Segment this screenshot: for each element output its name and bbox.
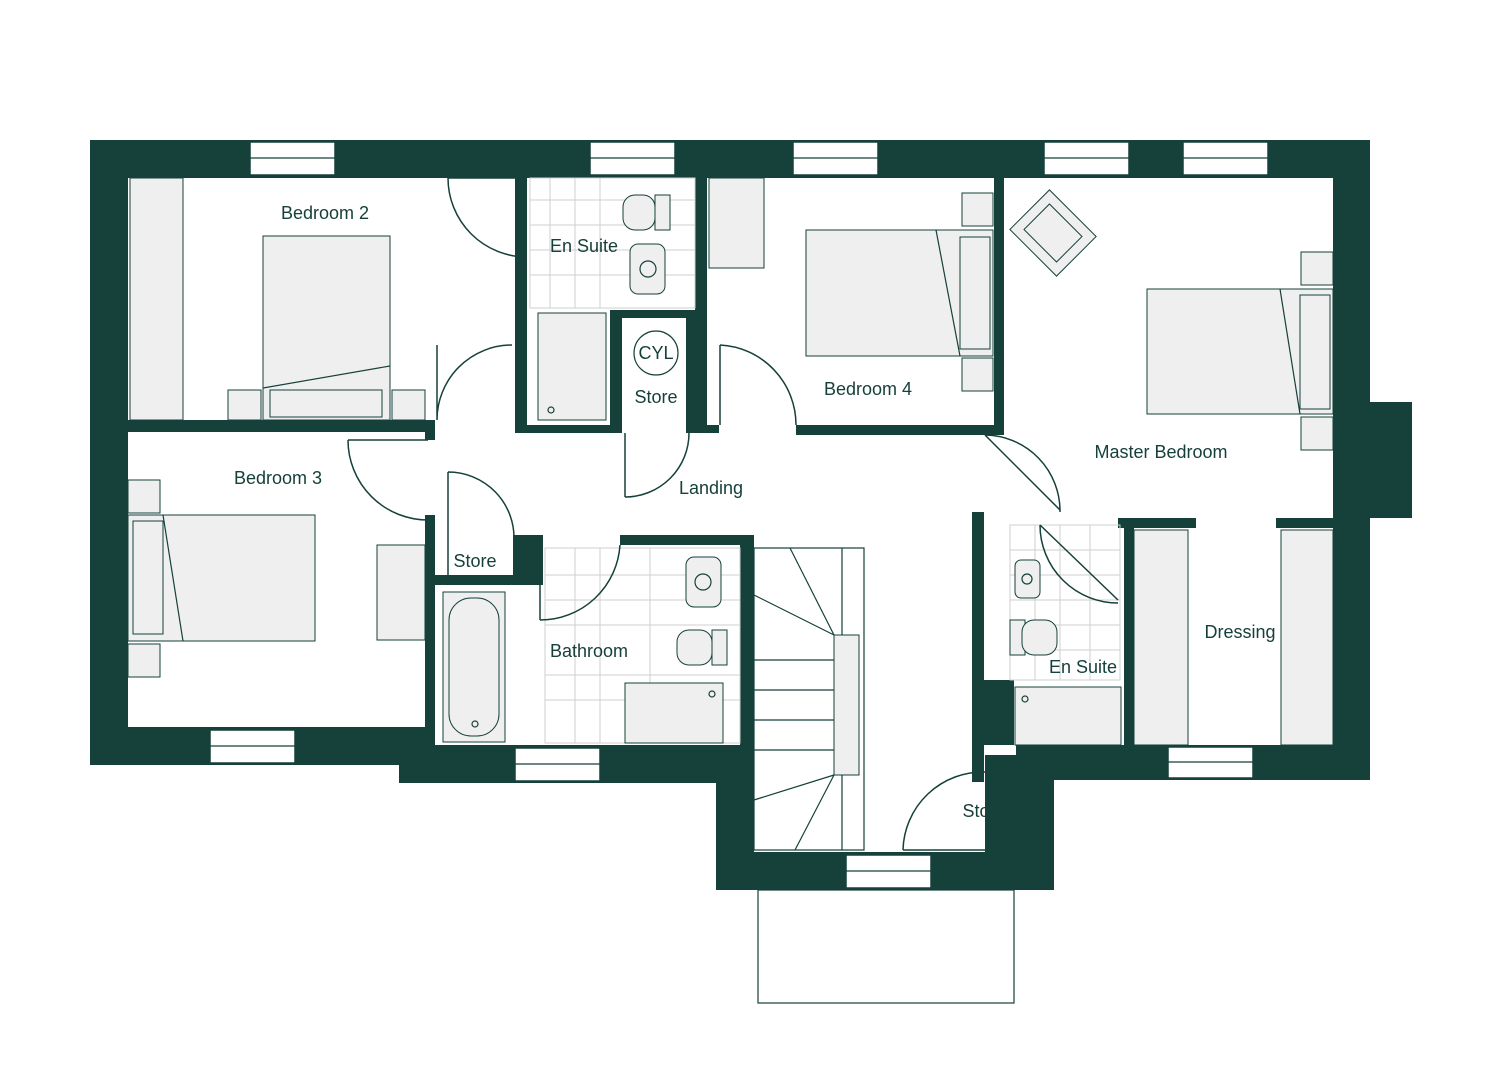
bedside-table [961, 357, 994, 392]
bedside-table [391, 389, 426, 421]
window [589, 141, 676, 176]
window [514, 747, 601, 782]
door-store-landing [447, 471, 515, 580]
door-bedroom3 [347, 439, 429, 521]
door-bedroom4 [719, 344, 797, 426]
door-ensuite2 [1039, 524, 1119, 604]
label-store-cyl: Store [634, 387, 677, 407]
bedside-table [1300, 416, 1334, 451]
label-bedroom3: Bedroom 3 [234, 468, 322, 488]
window [249, 141, 336, 176]
window [1043, 141, 1130, 176]
bedroom4-furniture [708, 177, 994, 392]
door-store-entry [902, 771, 986, 851]
staircase [753, 547, 865, 851]
dressing-furniture [1133, 529, 1334, 746]
wardrobe [1280, 529, 1334, 746]
ensuite1-fixtures [537, 194, 679, 421]
bedside-table [1300, 251, 1334, 286]
label-ensuite1: En Suite [550, 236, 618, 256]
master-furniture [1009, 189, 1334, 451]
basin [685, 556, 722, 608]
door-bedroom2-landing [436, 344, 513, 421]
shower-tray [624, 682, 724, 744]
wardrobe [129, 177, 184, 421]
wardrobe [1133, 529, 1189, 746]
toilet [676, 629, 713, 666]
bedroom2-furniture [129, 177, 426, 421]
toilet [654, 194, 671, 231]
bedside-table [127, 479, 161, 514]
label-ensuite2: En Suite [1049, 657, 1117, 677]
window [209, 729, 296, 764]
bedside-table [961, 192, 994, 227]
window [1167, 746, 1254, 779]
basin [629, 243, 666, 295]
shower-tray [1014, 686, 1122, 746]
label-bedroom2: Bedroom 2 [281, 203, 369, 223]
bedside-table [227, 389, 262, 421]
label-cylinder: CYL [638, 343, 673, 363]
window [1182, 141, 1269, 176]
label-store-entry: Store [962, 801, 1005, 821]
label-store-landing: Store [453, 551, 496, 571]
door-store-cyl [624, 432, 690, 498]
label-landing: Landing [679, 478, 743, 498]
armchair [1009, 189, 1097, 277]
bedroom3-furniture [127, 479, 426, 678]
window [845, 854, 932, 889]
cylinder-icon [633, 330, 679, 376]
label-bedroom4: Bedroom 4 [824, 379, 912, 399]
window [792, 141, 879, 176]
room-labels: Bedroom 2 En Suite CYL Store Bedroom 4 M… [234, 203, 1276, 821]
ensuite2-fixtures [1009, 559, 1122, 746]
label-bathroom: Bathroom [550, 641, 628, 661]
basin [1014, 559, 1041, 599]
label-master-bedroom: Master Bedroom [1094, 442, 1227, 462]
bedside-table [127, 643, 161, 678]
door-master [984, 434, 1061, 513]
desk [708, 177, 765, 269]
windows [209, 141, 1269, 889]
shower-tray [537, 312, 607, 421]
double-bed [262, 235, 391, 421]
doors [347, 177, 1119, 851]
door-bathroom [539, 544, 621, 621]
label-dressing: Dressing [1204, 622, 1275, 642]
bathroom-fixtures [442, 556, 728, 744]
porch [757, 889, 1015, 1004]
door-bedroom2 [447, 177, 528, 258]
desk [376, 544, 426, 641]
